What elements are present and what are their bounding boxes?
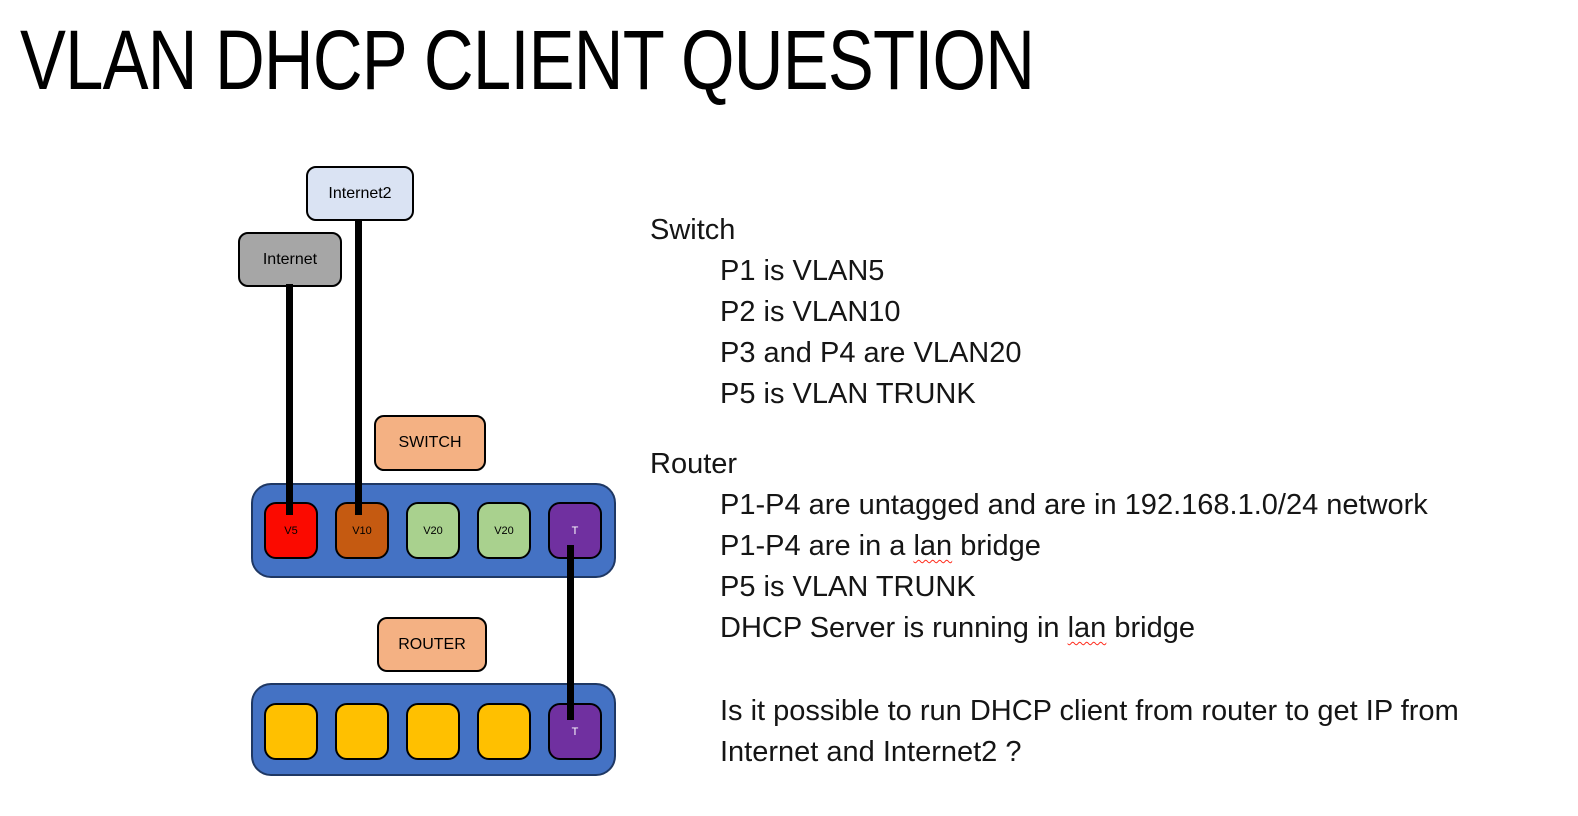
router-port-p2 <box>335 703 389 760</box>
router-notes-heading: Router <box>650 448 738 480</box>
router-note-item: P1-P4 are untagged and are in 192.168.1.… <box>720 489 1428 521</box>
question-text: Internet and Internet2 ? <box>720 736 1022 768</box>
switch-port-p4-vlan20: V20 <box>477 502 531 559</box>
router-port-p3 <box>406 703 460 760</box>
switch-notes-heading: Switch <box>650 214 736 246</box>
switch-label: SWITCH <box>398 434 462 451</box>
switch-note-item: P3 and P4 are VLAN20 <box>720 337 1022 369</box>
switch-port-p2-vlan10: V10 <box>335 502 389 559</box>
link-switch-trunk-to-router-trunk <box>567 545 574 720</box>
misspelled-word: lan <box>913 530 953 562</box>
switch-note-item: P2 is VLAN10 <box>720 296 901 328</box>
router-note-item: P1-P4 are in a lan bridge <box>720 530 1041 562</box>
misspelled-word: lan <box>1067 612 1107 644</box>
router-chassis: T <box>251 683 616 776</box>
internet2-label: Internet2 <box>328 184 392 202</box>
router-port-p1 <box>264 703 318 760</box>
switch-port-p3-vlan20: V20 <box>406 502 460 559</box>
page-title: VLAN DHCP CLIENT QUESTION <box>20 13 1035 107</box>
switch-label-node: SWITCH <box>374 415 486 471</box>
question-text: Is it possible to run DHCP client from r… <box>720 695 1459 727</box>
notes-panel: Switch P1 is VLAN5 P2 is VLAN10 P3 and P… <box>650 210 1459 773</box>
internet2-node: Internet2 <box>306 166 414 221</box>
router-label: ROUTER <box>398 635 466 653</box>
router-note-item: DHCP Server is running in lan bridge <box>720 612 1195 644</box>
internet-node: Internet <box>238 232 342 287</box>
router-note-item: P5 is VLAN TRUNK <box>720 571 976 603</box>
internet-label: Internet <box>262 250 318 268</box>
switch-port-p5-trunk: T <box>548 502 602 559</box>
router-label-node: ROUTER <box>377 617 487 672</box>
link-internet2-to-switch-p2 <box>355 219 362 515</box>
switch-note-item: P5 is VLAN TRUNK <box>720 378 976 410</box>
switch-note-item: P1 is VLAN5 <box>720 255 885 287</box>
router-port-p4 <box>477 703 531 760</box>
router-ports-row: T <box>264 703 602 760</box>
link-internet-to-switch-p1 <box>286 284 293 515</box>
router-port-p5-trunk: T <box>548 703 602 760</box>
